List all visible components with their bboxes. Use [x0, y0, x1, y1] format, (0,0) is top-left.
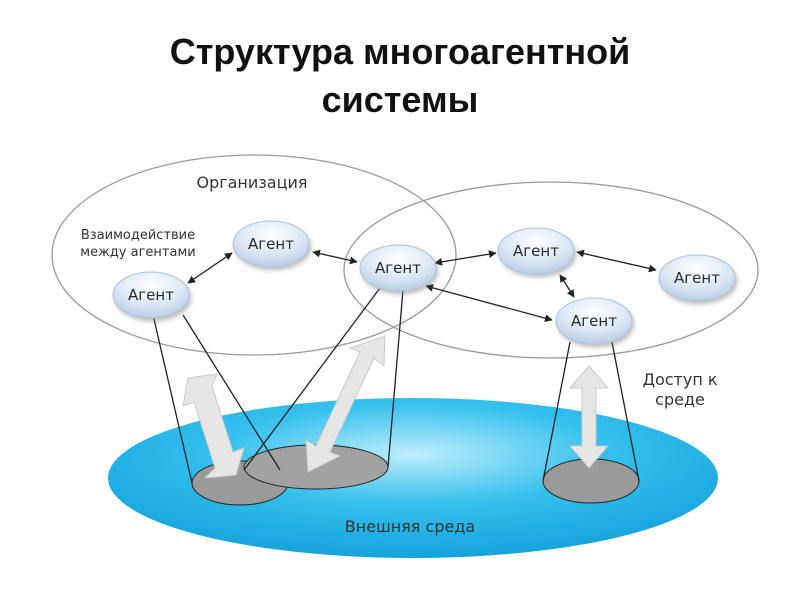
agent-4	[497, 227, 575, 275]
title-line-2: системы	[321, 79, 479, 120]
agent-3-label: Агент	[375, 259, 421, 277]
agent-5	[658, 254, 736, 302]
environment-label: Внешняя среда	[345, 517, 475, 536]
agent-2-label: Агент	[128, 286, 174, 304]
interaction-label-line-2: между агентами	[80, 245, 195, 260]
slide-title: Структура многоагентной системы	[0, 28, 800, 124]
agent-2	[112, 271, 190, 319]
interaction-label-line-1: Взаимодействие	[81, 228, 195, 243]
access-arrow-middle	[305, 335, 386, 473]
agent-1-label: Агент	[248, 235, 294, 253]
agent-6-label: Агент	[571, 312, 617, 330]
agent-4-label: Агент	[513, 242, 559, 260]
access-arrow-right	[568, 365, 610, 469]
access-label-line-1: Доступ к	[642, 370, 717, 389]
organization-label: Организация	[196, 173, 307, 192]
agent-3	[359, 244, 437, 292]
agent-6	[555, 297, 633, 345]
interaction-arrows	[187, 249, 657, 322]
organization-ellipse-right	[343, 181, 759, 359]
access-arrows	[182, 335, 610, 479]
title-line-1: Структура многоагентной	[169, 31, 631, 72]
access-label-line-2: среде	[655, 390, 705, 409]
agent-1	[232, 220, 310, 268]
access-arrow-left	[182, 373, 245, 479]
agent-5-label: Агент	[674, 269, 720, 287]
cone-lines	[152, 287, 640, 484]
